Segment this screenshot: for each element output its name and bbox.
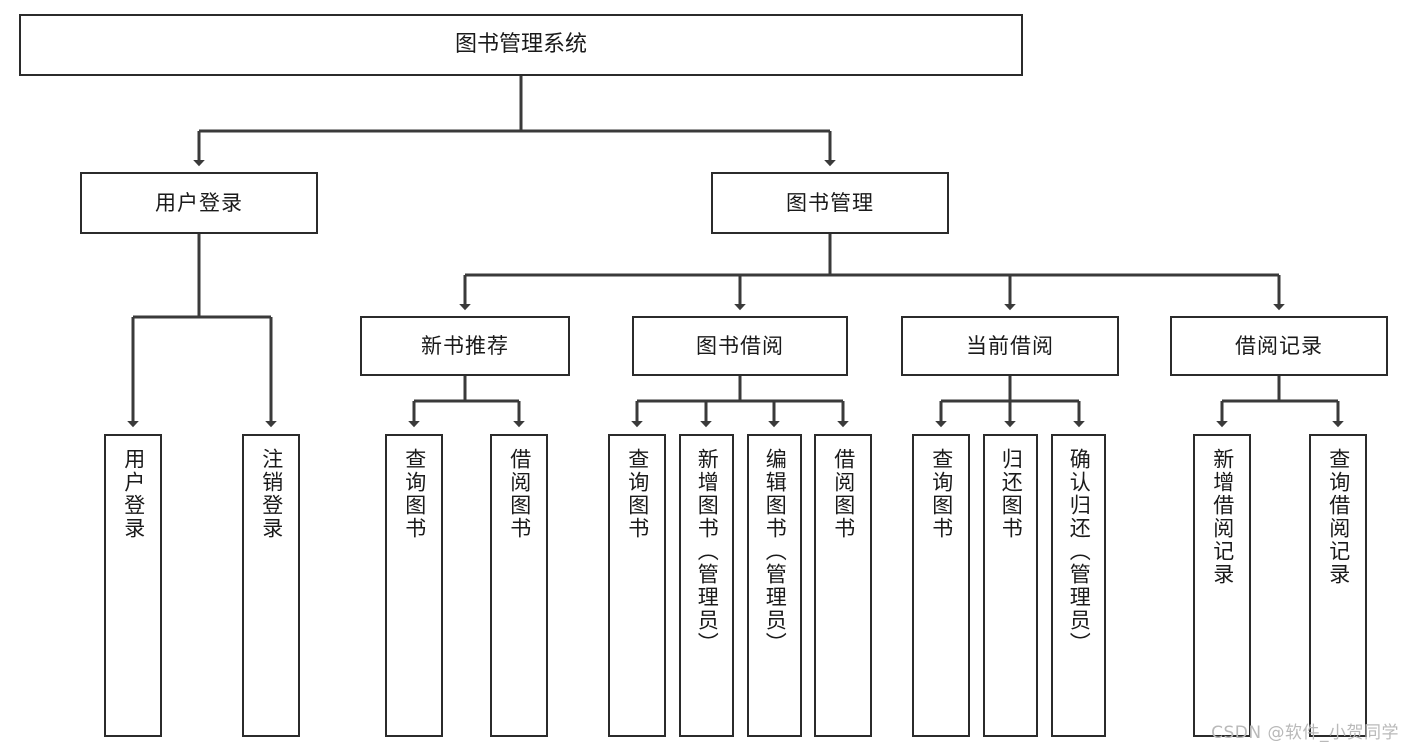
leaf-label: 注销登录 [259, 448, 284, 540]
leaf-current-borrow-return[interactable]: 归还图书 [983, 434, 1038, 737]
leaf-label: 查询图书 [625, 448, 650, 540]
node-root-book-management-system[interactable]: 图书管理系统 [19, 14, 1023, 76]
leaf-label: 归还图书 [999, 448, 1024, 540]
node-new-book-recommend[interactable]: 新书推荐 [360, 316, 570, 376]
leaf-label: 查询图书 [402, 448, 427, 540]
leaf-label: 编辑图书（管理员） [763, 448, 788, 655]
node-label: 当前借阅 [966, 333, 1054, 358]
leaf-new-book-borrow[interactable]: 借阅图书 [490, 434, 548, 737]
leaf-borrow-record-query[interactable]: 查询借阅记录 [1309, 434, 1367, 737]
leaf-book-borrow-edit[interactable]: 编辑图书（管理员） [747, 434, 802, 737]
node-label: 图书管理系统 [454, 32, 587, 58]
leaf-label: 借阅图书 [507, 448, 532, 540]
leaf-current-borrow-query[interactable]: 查询图书 [912, 434, 970, 737]
node-book-borrow[interactable]: 图书借阅 [632, 316, 848, 376]
node-book-management[interactable]: 图书管理 [711, 172, 949, 234]
node-label: 新书推荐 [421, 333, 509, 358]
leaf-label: 新增图书（管理员） [695, 448, 720, 655]
leaf-label: 查询图书 [929, 448, 954, 540]
leaf-book-borrow-query[interactable]: 查询图书 [608, 434, 666, 737]
leaf-label: 新增借阅记录 [1210, 448, 1235, 586]
node-label: 图书借阅 [696, 333, 784, 358]
csdn-watermark: CSDN @软件_小贺同学 [1211, 723, 1399, 743]
leaf-label: 查询借阅记录 [1326, 448, 1351, 586]
leaf-borrow-record-add[interactable]: 新增借阅记录 [1193, 434, 1251, 737]
leaf-book-borrow-borrow[interactable]: 借阅图书 [814, 434, 872, 737]
leaf-label: 借阅图书 [831, 448, 856, 540]
leaf-user-login-login[interactable]: 用户登录 [104, 434, 162, 737]
leaf-label: 确认归还（管理员） [1067, 448, 1092, 655]
leaf-current-borrow-confirm-return[interactable]: 确认归还（管理员） [1051, 434, 1106, 737]
node-borrow-record[interactable]: 借阅记录 [1170, 316, 1388, 376]
leaf-new-book-query[interactable]: 查询图书 [385, 434, 443, 737]
leaf-label: 用户登录 [121, 448, 146, 540]
node-current-borrow[interactable]: 当前借阅 [901, 316, 1119, 376]
leaf-user-login-logout[interactable]: 注销登录 [242, 434, 300, 737]
node-label: 借阅记录 [1235, 333, 1323, 358]
node-label: 用户登录 [155, 190, 243, 215]
node-label: 图书管理 [786, 190, 874, 215]
node-user-login[interactable]: 用户登录 [80, 172, 318, 234]
leaf-book-borrow-add[interactable]: 新增图书（管理员） [679, 434, 734, 737]
